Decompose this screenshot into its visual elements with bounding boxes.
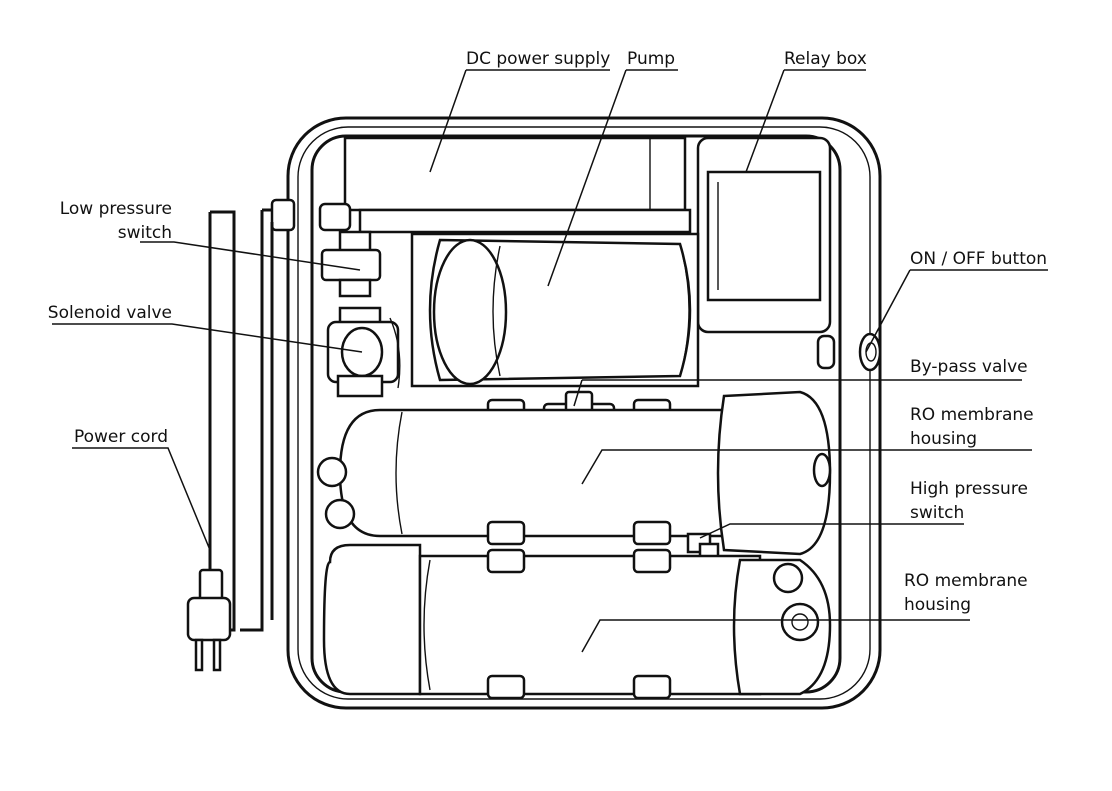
ro-membrane-housing-lower	[322, 543, 832, 700]
label-solenoid-valve: Solenoid valve	[48, 303, 172, 323]
label-pump: Pump	[627, 49, 675, 69]
leader-power-cord	[72, 447, 211, 551]
ro-membrane-housing-upper	[316, 390, 832, 556]
relay-box	[696, 136, 832, 334]
label-ro-housing-upper-line2: housing	[910, 429, 977, 449]
leader-pump	[547, 69, 678, 287]
label-relay-box: Relay box	[784, 49, 867, 69]
label-bypass-valve: By-pass valve	[910, 357, 1028, 377]
power-cord	[186, 208, 274, 672]
low-pressure-switch	[270, 198, 382, 298]
label-ro-housing-lower-line1: RO membrane	[904, 571, 1028, 591]
label-power-cord: Power cord	[74, 427, 168, 447]
label-high-pressure-switch-line2: switch	[910, 503, 964, 523]
dc-power-supply	[343, 136, 692, 234]
pump	[410, 232, 700, 388]
leader-solenoid-valve	[52, 323, 363, 353]
label-on-off-button: ON / OFF button	[910, 249, 1047, 269]
leader-on-off-button	[865, 269, 1048, 353]
leader-low-pressure-switch	[140, 241, 361, 271]
leader-lines	[52, 69, 1048, 653]
on-off-button	[816, 332, 882, 372]
leader-ro-housing-lower	[581, 619, 970, 653]
label-dc-power-supply: DC power supply	[466, 49, 610, 69]
labels: DC power supply Pump Relay box Low press…	[48, 49, 1047, 615]
leader-high-pressure-switch	[699, 523, 964, 539]
label-low-pressure-switch-line2: switch	[118, 223, 172, 243]
label-high-pressure-switch-line1: High pressure	[910, 479, 1028, 499]
label-ro-housing-upper-line1: RO membrane	[910, 405, 1034, 425]
leader-dc-power-supply	[429, 69, 610, 173]
leader-bypass-valve	[573, 379, 1022, 407]
leader-ro-housing-upper	[581, 449, 1032, 485]
solenoid-valve	[326, 306, 401, 398]
label-ro-housing-lower-line2: housing	[904, 595, 971, 615]
leader-relay-box	[745, 69, 866, 173]
label-low-pressure-switch-line1: Low pressure	[60, 199, 172, 219]
